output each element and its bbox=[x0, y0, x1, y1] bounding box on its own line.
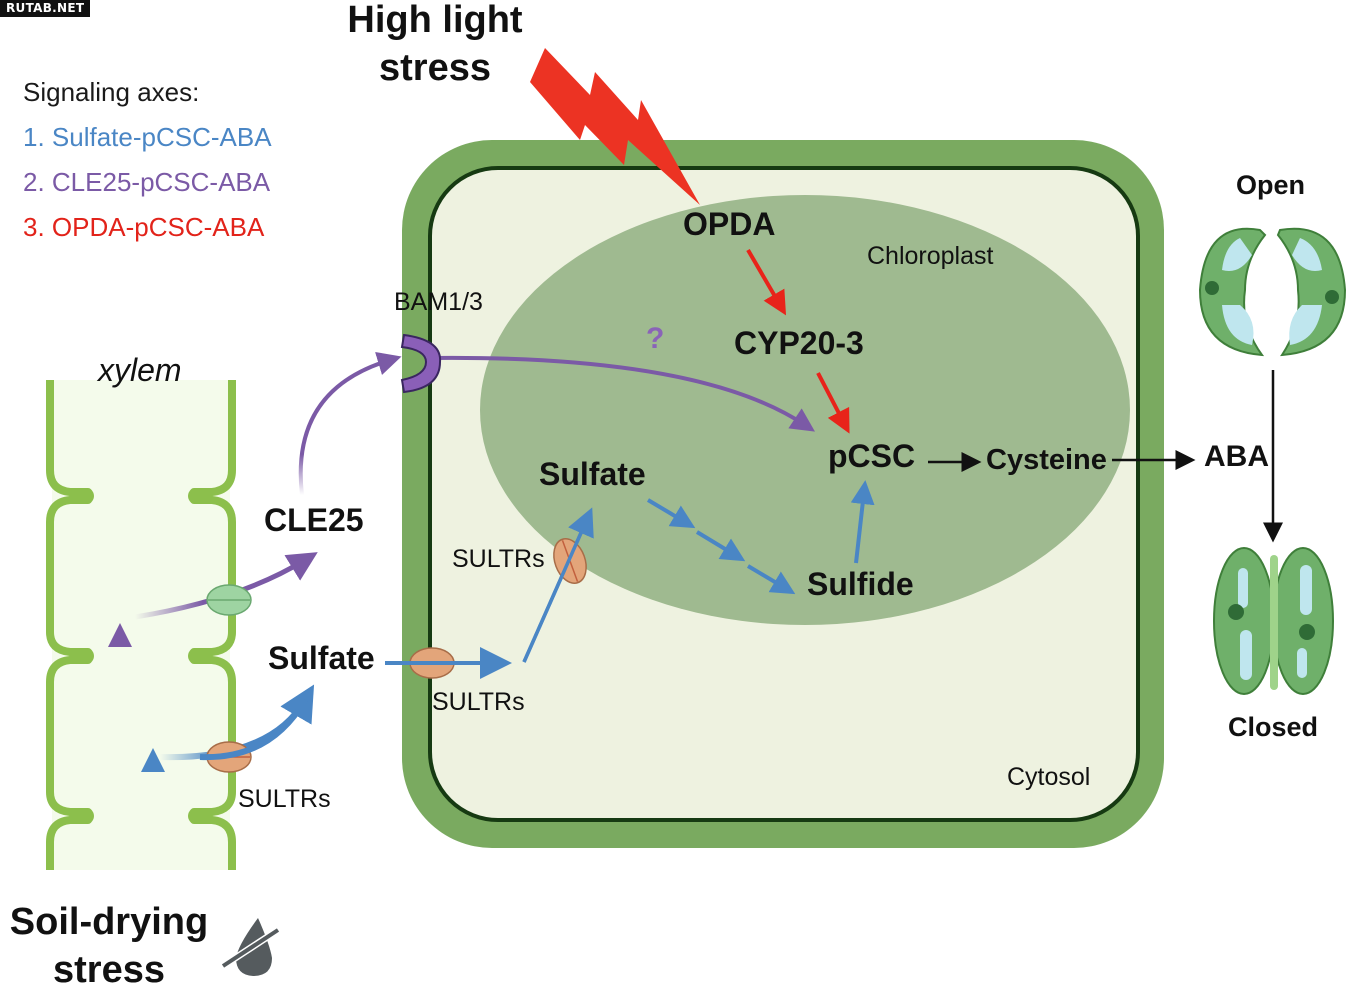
legend: Signaling axes: 1. Sulfate-pCSC-ABA 2. C… bbox=[23, 70, 272, 250]
node-cle25: CLE25 bbox=[264, 502, 364, 538]
watermark: RUTAB.NET bbox=[0, 0, 91, 17]
node-cysteine: Cysteine bbox=[986, 444, 1107, 476]
high-light-stress-label: High light stress bbox=[340, 0, 530, 92]
soil-drying-stress-label: Soil-drying stress bbox=[0, 898, 218, 994]
sultrs-xylem-label: SULTRs bbox=[238, 785, 331, 813]
high-light-line2: stress bbox=[379, 47, 491, 89]
arrow-sulfide-to-pcsc bbox=[850, 480, 875, 564]
stomata-open-icon bbox=[1198, 227, 1347, 357]
node-opda: OPDA bbox=[683, 206, 776, 242]
node-sulfate-chloroplast: Sulfate bbox=[539, 456, 646, 492]
legend-title: Signaling axes: bbox=[23, 77, 200, 107]
unknown-step-marker: ? bbox=[646, 322, 665, 355]
node-cyp20-3: CYP20-3 bbox=[734, 325, 864, 361]
soil-drying-line1: Soil-drying bbox=[9, 901, 209, 943]
xylem-cle25-transporter bbox=[206, 584, 252, 616]
node-sulfide: Sulfide bbox=[807, 566, 914, 602]
arrow-sulfate-step-2 bbox=[695, 530, 746, 562]
bam-receptor-icon bbox=[400, 333, 442, 394]
xylem-label: xylem bbox=[98, 352, 182, 388]
arrow-opda-to-cyp bbox=[746, 248, 787, 316]
cytosol-label: Cytosol bbox=[1007, 763, 1091, 791]
stomata-closed-label: Closed bbox=[1228, 712, 1319, 742]
arrow-cle25-to-bam bbox=[298, 351, 402, 496]
node-aba: ABA bbox=[1204, 440, 1269, 473]
arrow-cyp-to-pcsc bbox=[816, 372, 850, 434]
high-light-line1: High light bbox=[347, 0, 523, 41]
no-water-drop-icon bbox=[221, 918, 280, 976]
sultrs-plasma-label: SULTRs bbox=[432, 688, 525, 716]
sultrs-chloroplast-label: SULTRs bbox=[452, 545, 545, 573]
node-sulfate-apoplast: Sulfate bbox=[268, 640, 375, 676]
xylem-vessel bbox=[46, 380, 236, 870]
arrow-sulfate-step-1 bbox=[646, 498, 696, 529]
bam-label: BAM1/3 bbox=[394, 288, 483, 316]
legend-axis-cle25: 2. CLE25-pCSC-ABA bbox=[23, 167, 271, 197]
arrow-bam-to-pcsc bbox=[429, 355, 815, 432]
arrow-sulfate-step-3 bbox=[746, 564, 796, 595]
node-pcsc: pCSC bbox=[828, 438, 916, 474]
stomata-closed-icon bbox=[1213, 547, 1334, 695]
legend-axis-sulfate: 1. Sulfate-pCSC-ABA bbox=[23, 122, 272, 152]
legend-axis-opda: 3. OPDA-pCSC-ABA bbox=[23, 212, 265, 242]
stomata-open-label: Open bbox=[1236, 170, 1306, 200]
soil-drying-line2: stress bbox=[53, 949, 165, 991]
lightning-bolt-icon bbox=[530, 48, 700, 205]
chloroplast-label: Chloroplast bbox=[867, 242, 994, 270]
